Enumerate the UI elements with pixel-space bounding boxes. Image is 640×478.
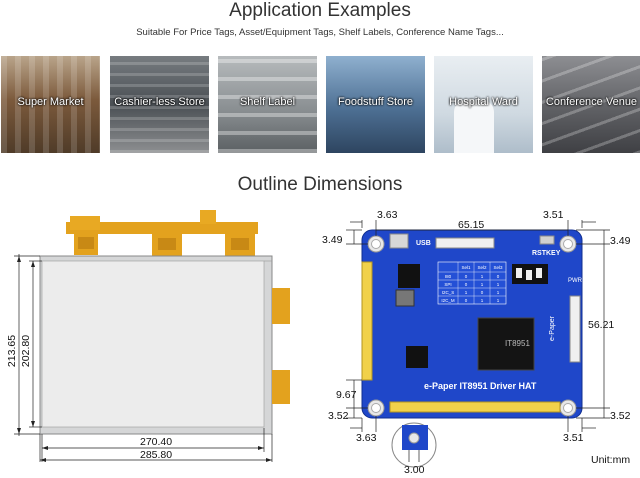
dim-right-span: 56.21 — [588, 319, 615, 331]
dim-top-right: 3.51 — [543, 209, 564, 221]
pin-header — [361, 261, 373, 381]
table-cell: 0 — [481, 290, 484, 295]
table-header: Sel1 — [461, 265, 471, 270]
top-connector — [435, 237, 495, 249]
table-cell: 0 — [465, 298, 468, 303]
application-tile-supermarket: Super Market — [1, 56, 100, 153]
table-cell: 1 — [481, 298, 484, 303]
unit-label: Unit:mm — [591, 454, 631, 466]
dim-top-span: 65.15 — [458, 219, 485, 231]
usb-port — [389, 233, 409, 249]
table-cell: SPI — [444, 282, 451, 287]
dim-left-top: 3.49 — [322, 234, 343, 246]
dim-hole: 3.00 — [404, 464, 425, 476]
panel-width-outer: 285.80 — [140, 449, 173, 461]
table-cell: I80 — [445, 274, 452, 279]
it8951-chip — [477, 317, 535, 371]
panel-height-active: 202.80 — [20, 334, 32, 368]
dim-bottom-right: 3.51 — [563, 432, 584, 444]
usb-label: USB — [416, 240, 431, 247]
dim-top-left: 3.63 — [377, 209, 398, 221]
rstkey-label: RSTKEY — [532, 250, 561, 257]
table-cell: 1 — [481, 274, 484, 279]
application-label: Shelf Label — [239, 96, 296, 108]
application-label: Cashier-less Store — [114, 96, 205, 108]
panel-height-outer: 213.65 — [6, 334, 18, 368]
dim-right-bottom: 3.52 — [610, 410, 631, 422]
side-connector-top — [272, 288, 290, 324]
table-header: Sel2 — [477, 265, 487, 270]
application-tile-shelf-label: Shelf Label — [218, 56, 317, 153]
table-header: Sel3 — [493, 265, 503, 270]
table-cell: 1 — [497, 298, 500, 303]
ic-small — [398, 264, 420, 288]
table-cell: I2C_M — [441, 298, 455, 303]
fpc-ribbon — [66, 210, 258, 257]
application-tile-hospital: Hospital Ward — [434, 56, 533, 153]
section-title-applications: Application Examples — [229, 0, 411, 21]
config-table — [437, 261, 507, 305]
table-cell: 1 — [497, 282, 500, 287]
table-cell: 1 — [465, 290, 468, 295]
pwr-label: PWR — [568, 278, 582, 284]
chip-label: IT8951 — [505, 339, 530, 348]
table-cell: 1 — [481, 282, 484, 287]
panel-width-active: 270.40 — [140, 436, 173, 448]
application-tile-foodstuff: Foodstuff Store — [326, 56, 425, 153]
board-name: e-Paper IT8951 Driver HAT — [424, 381, 537, 391]
application-label: Conference Venue — [545, 96, 638, 108]
table-cell: 0 — [497, 274, 500, 279]
side-connector-bottom — [272, 370, 290, 404]
application-tile-conference: Conference Venue — [542, 56, 640, 153]
side-connector — [569, 295, 581, 363]
application-label: Super Market — [17, 96, 84, 108]
dim-right-top: 3.49 — [610, 235, 631, 247]
dim-left-lower: 9.67 — [336, 389, 357, 401]
application-tile-cashierless: Cashier-less Store — [110, 56, 209, 153]
applications-subtitle: Suitable For Price Tags, Asset/Equipment… — [136, 27, 504, 38]
application-label: Hospital Ward — [449, 96, 518, 108]
epaper-panel-drawing — [14, 210, 290, 462]
section-title-outline: Outline Dimensions — [237, 174, 403, 195]
table-cell: 0 — [465, 274, 468, 279]
table-cell: 1 — [497, 290, 500, 295]
table-cell: 0 — [465, 282, 468, 287]
dim-bottom-left: 3.63 — [356, 432, 377, 444]
active-area — [41, 260, 265, 428]
dim-left-bottom: 3.52 — [328, 410, 349, 422]
epaper-label: e-Paper — [548, 316, 556, 341]
application-gallery: Super Market Cashier-less Store Shelf La… — [0, 56, 640, 153]
table-cell: I2C_S — [442, 290, 455, 295]
application-label: Foodstuff Store — [337, 96, 413, 108]
